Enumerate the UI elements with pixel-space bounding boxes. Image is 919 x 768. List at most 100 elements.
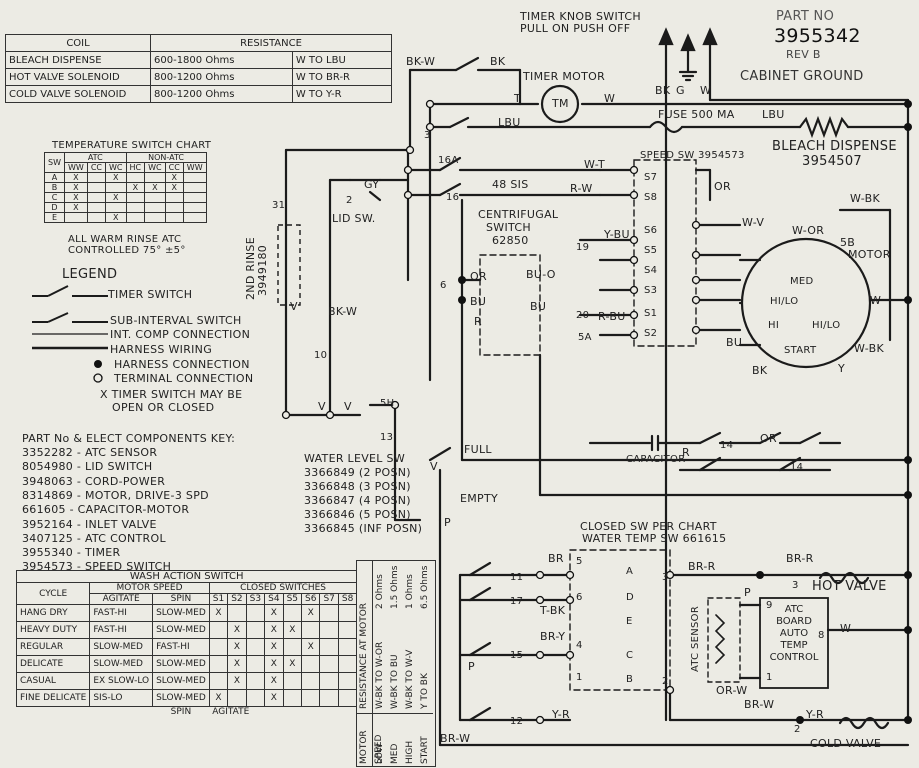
wire-label: OR — [470, 270, 487, 283]
temp-chart-cell: A — [44, 172, 65, 183]
atc-board-line: BOARD — [776, 616, 812, 627]
temp-chart-cell: X — [125, 182, 146, 193]
wash-switch-cell — [245, 638, 266, 656]
wire-label: W — [870, 294, 882, 307]
wash-switch-cell — [282, 604, 303, 622]
temp-chart-cell — [164, 202, 184, 213]
wire-label: W-BK — [850, 192, 880, 205]
temp-chart-cell: X — [164, 182, 184, 193]
wash-speed-cell: FAST-HI — [89, 604, 154, 622]
wash-switch-cell: X — [227, 621, 247, 639]
wash-switch-cell — [245, 689, 266, 707]
wash-switch-cell: X — [282, 655, 303, 673]
atc-board-label: ATC BOARD AUTO TEMP CONTROL — [766, 604, 822, 664]
coil-resistance-table: COIL RESISTANCE BLEACH DISPENSE 600-1800… — [5, 34, 393, 103]
terminal-number: 2 — [346, 195, 353, 206]
terminal-number: 8 — [818, 630, 825, 641]
hot-valve-label: HOT VALVE — [812, 579, 887, 594]
wash-speed-cell: FAST-HI — [152, 638, 210, 656]
legend-harness-wiring: HARNESS WIRING — [110, 343, 213, 356]
coil-ohms-cell: 800-1200 Ohms — [150, 85, 293, 103]
temp-chart-cell: X — [64, 172, 88, 183]
wash-cycle-name: CASUAL — [15, 672, 91, 690]
temp-chart-col: CC — [86, 162, 107, 173]
terminal-number: 11 — [510, 572, 524, 583]
wire-label: OR — [714, 180, 731, 193]
wash-switch-cell: X — [227, 672, 247, 690]
terminal-number: 4 — [576, 640, 583, 651]
terminal-number: 16 — [446, 192, 460, 203]
wash-switch-cell: X — [301, 604, 321, 622]
temp-chart-cell — [164, 212, 184, 223]
wash-switch-cell: X — [208, 689, 229, 707]
terminal-number: 1 — [576, 672, 583, 683]
temp-chart-title: TEMPERATURE SWITCH CHART — [52, 140, 212, 151]
wire-label: V — [344, 400, 352, 413]
terminal-number: 3 — [662, 572, 669, 583]
wash-switch-cell — [337, 655, 358, 673]
wash-switch-col-header: S6 — [301, 593, 321, 605]
atc-board-line: ATC — [784, 604, 804, 615]
wire-label: R-W — [570, 182, 593, 195]
temp-chart-cell — [86, 192, 107, 203]
speed-switch-contact: S8 — [644, 192, 658, 203]
capacitor-label: CAPACITOR — [626, 454, 686, 465]
temp-chart-atc-header: ATC — [64, 152, 127, 163]
wash-switch-cell — [208, 672, 229, 690]
wire-label: Y-R — [806, 708, 824, 721]
part-key-item: 8054980 - LID SWITCH — [22, 460, 153, 474]
coil-wires-cell: W TO BR-R — [291, 68, 393, 86]
motor-res-speed: START — [418, 713, 433, 766]
wash-switch-col-header: S3 — [245, 593, 266, 605]
lid-switch-label: LID SW. — [332, 212, 376, 225]
wire-label: T — [514, 92, 522, 105]
wire-label: W — [604, 92, 616, 105]
wash-speed-cell: SLOW-MED — [152, 604, 210, 622]
wash-switch-cell — [227, 689, 247, 707]
wash-switch-cell — [282, 672, 303, 690]
wash-switch-cell — [208, 655, 229, 673]
centrifugal-part: 62850 — [492, 234, 529, 247]
motor-tap-med: MED — [790, 276, 814, 287]
terminal-number: 5 — [576, 556, 583, 567]
wash-switch-cell: X — [264, 672, 284, 690]
water-level-part: 3366845 (INF POSN) — [304, 522, 423, 535]
motor-res-speed: LOW — [373, 713, 388, 766]
wire-label: 5B — [840, 236, 856, 249]
terminal-number: 19 — [576, 242, 590, 253]
terminal-number: 14 — [720, 440, 734, 451]
centrifugal-label: CENTRIFUGAL — [478, 208, 559, 221]
wire-label: BR-W — [440, 732, 471, 745]
temp-chart-col: WW — [64, 162, 88, 173]
legend-terminal-connection: TERMINAL CONNECTION — [114, 372, 254, 385]
wash-cycle-header: CYCLE — [15, 582, 91, 605]
terminal-number: 20 — [576, 310, 590, 321]
fuse-label: FUSE 500 MA — [658, 108, 735, 121]
legend-int-comp: INT. COMP CONNECTION — [110, 328, 251, 341]
wire-label: BR-R — [688, 560, 716, 573]
wire-label: BK-W — [328, 305, 358, 318]
wire-label: Y-BU — [604, 228, 630, 241]
water-level-label: WATER LEVEL SW — [304, 452, 405, 465]
motor-res-header-speed: MOTOR SPEED — [357, 713, 384, 766]
temp-chart-cell — [144, 202, 166, 213]
part-key-item: 3407125 - ATC CONTROL — [22, 531, 166, 545]
wire-label: LBU — [762, 108, 785, 121]
motor-res-speed: MED — [388, 713, 403, 766]
temp-chart-cell: X — [64, 202, 88, 213]
wire-label: R — [682, 446, 690, 459]
terminal-number: 2 — [662, 676, 669, 687]
part-key-item: 3352282 - ATC SENSOR — [22, 446, 158, 459]
wash-switch-cell: X — [301, 638, 321, 656]
part-no-label: PART NO — [776, 9, 835, 24]
water-level-part: 3366846 (5 POSN) — [304, 508, 411, 521]
temp-chart-col: WW — [182, 162, 207, 173]
